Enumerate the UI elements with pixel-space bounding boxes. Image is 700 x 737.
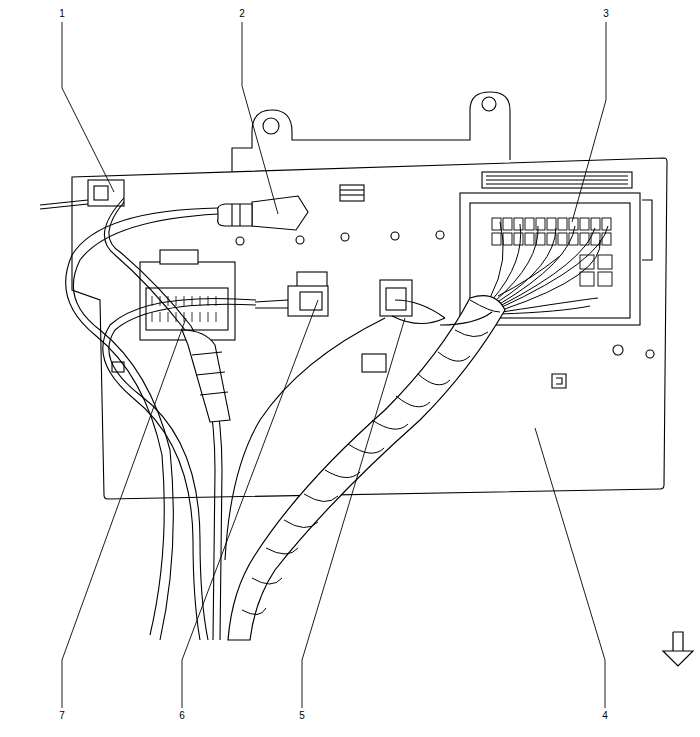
callout-number: 6 xyxy=(178,710,186,722)
callout-number: 7 xyxy=(58,710,66,722)
callout-number: 2 xyxy=(238,8,246,20)
callout-number: 1 xyxy=(58,8,66,20)
callout-number: 3 xyxy=(602,8,610,20)
callout-number: 4 xyxy=(601,710,609,722)
callout-number: 5 xyxy=(298,710,306,722)
